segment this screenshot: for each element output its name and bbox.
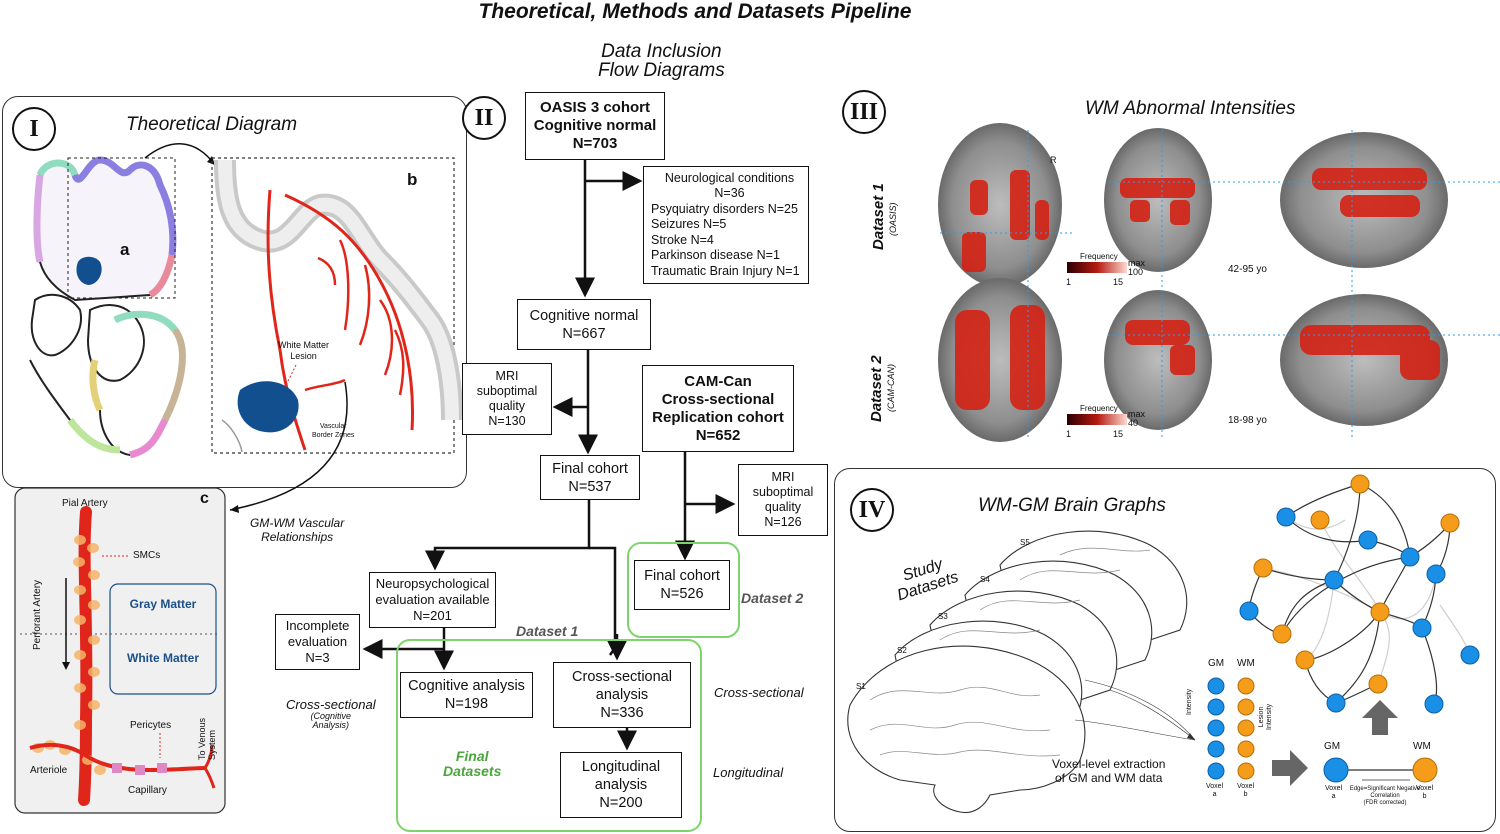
page-title: Theoretical, Methods and Datasets Pipeli… (478, 0, 912, 23)
label-a: a (120, 240, 130, 259)
label-c: c (200, 490, 209, 507)
pericytes-label: Pericytes (130, 720, 172, 731)
r-marker: R (1050, 155, 1057, 165)
capillary-label: Capillary (128, 785, 167, 796)
pial-artery-label: Pial Artery (62, 498, 108, 509)
panel-title-graphs: WM-GM Brain Graphs (978, 495, 1166, 516)
panel-title-theoretical: Theoretical Diagram (126, 114, 298, 135)
longitudinal-label: Longitudinal (713, 765, 784, 780)
dataset2-frame (627, 542, 740, 638)
dataset1-label: Dataset 1 (516, 623, 579, 639)
arteriole-label: Arteriole (30, 765, 68, 776)
colorbar-15-2: 15 (1113, 429, 1124, 439)
colorbar-min-1: 1 (1066, 277, 1072, 287)
dataset2-label: Dataset 2 (741, 590, 804, 606)
intensity-axis-label: Intensity (1186, 688, 1193, 715)
frequency-label-1: Frequency (1080, 252, 1118, 261)
frequency-label-2: Frequency (1080, 404, 1118, 413)
cross-sectional-cognitive-label: Cross-sectional (Cognitive Analysis) (286, 697, 376, 730)
s4-label: S4 (980, 575, 990, 584)
colorbar-min-2: 1 (1066, 429, 1072, 439)
smcs-label: SMCs (133, 550, 161, 561)
white-matter-label: White Matter (127, 651, 199, 665)
network-nodes (1239, 474, 1480, 714)
age-range-2: 18-98 yo (1228, 415, 1267, 426)
panel-numeral-i: I (12, 107, 56, 151)
box-exclusions: Neurological conditions N=36 Psyquiatry … (643, 166, 809, 284)
s3-label: S3 (938, 612, 948, 621)
panel-title-wm: WM Abnormal Intensities (1085, 98, 1296, 119)
panel-numeral-ii: II (462, 96, 506, 140)
gray-matter-label: Gray Matter (129, 597, 197, 611)
age-range-1: 42-95 yo (1228, 264, 1267, 275)
lesion-blob-small (76, 256, 102, 285)
wm-column-label: WM (1237, 658, 1255, 669)
panel-numeral-iv: IV (850, 488, 894, 532)
panel-numeral-iii: III (842, 90, 886, 134)
s2-label: S2 (897, 646, 907, 655)
colorbar-15-1: 15 (1113, 277, 1124, 287)
s5-label: S5 (1020, 538, 1030, 547)
lesion-blob-large (237, 381, 299, 433)
s1-label: S1 (856, 682, 866, 691)
label-b: b (407, 170, 418, 189)
gm-node-label: GM (1324, 741, 1341, 752)
final-datasets-frame (396, 639, 702, 832)
cross-sectional-label: Cross-sectional (714, 685, 804, 700)
wm-node-label: WM (1413, 741, 1431, 752)
gm-column-label: GM (1208, 658, 1225, 669)
